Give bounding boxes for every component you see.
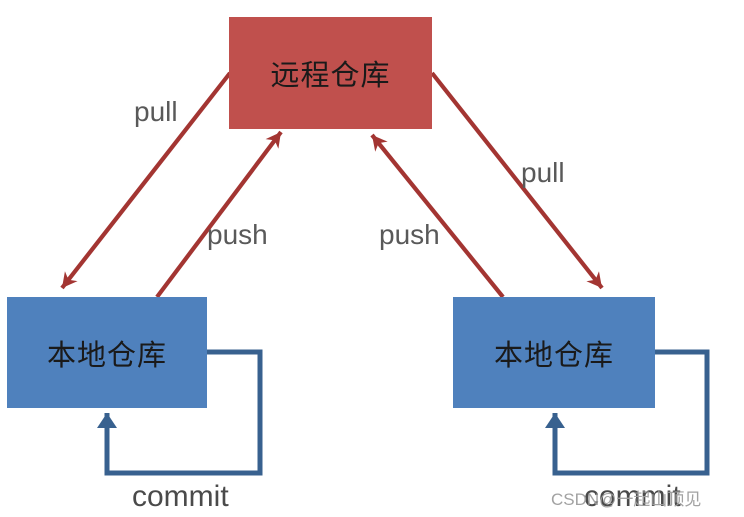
pull-label-right: pull	[521, 157, 565, 188]
pull-arrow-left	[60, 71, 232, 290]
pull-arrow-right	[430, 71, 604, 290]
push-arrow-left	[155, 130, 283, 299]
csdn-watermark: CSDN@一起山顶见	[551, 490, 702, 509]
commit-label-left: commit	[132, 480, 229, 513]
commit-loop-right	[545, 349, 710, 476]
local-repo-right-label: 本地仓库	[493, 339, 614, 372]
local-repo-box-right: 本地仓库	[453, 297, 655, 408]
commit-loop-left	[97, 349, 263, 476]
push-label-left: push	[207, 219, 268, 250]
local-repo-left-label: 本地仓库	[46, 339, 167, 372]
local-repo-box-left: 本地仓库	[7, 297, 207, 408]
pull-label-left: pull	[134, 96, 178, 127]
push-label-right: push	[379, 219, 440, 250]
remote-repo-label: 远程仓库	[270, 60, 391, 92]
push-arrow-right	[370, 133, 505, 299]
remote-repo-box: 远程仓库	[229, 17, 432, 129]
commit-label-right: commit	[584, 480, 681, 513]
